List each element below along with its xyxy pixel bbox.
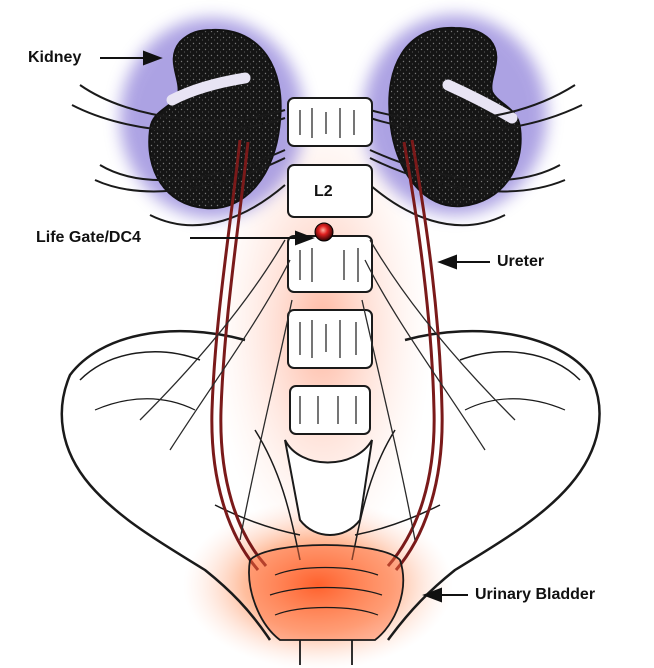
vertebra-label: L2 bbox=[314, 183, 333, 200]
life-gate-label: Life Gate/DC4 bbox=[36, 230, 141, 246]
left-kidney bbox=[120, 18, 304, 218]
urinary-bladder-label: Urinary Bladder bbox=[475, 587, 595, 603]
life-gate-point bbox=[315, 223, 333, 241]
ureter-label: Ureter bbox=[497, 254, 544, 270]
kidney-label: Kidney bbox=[28, 50, 81, 66]
